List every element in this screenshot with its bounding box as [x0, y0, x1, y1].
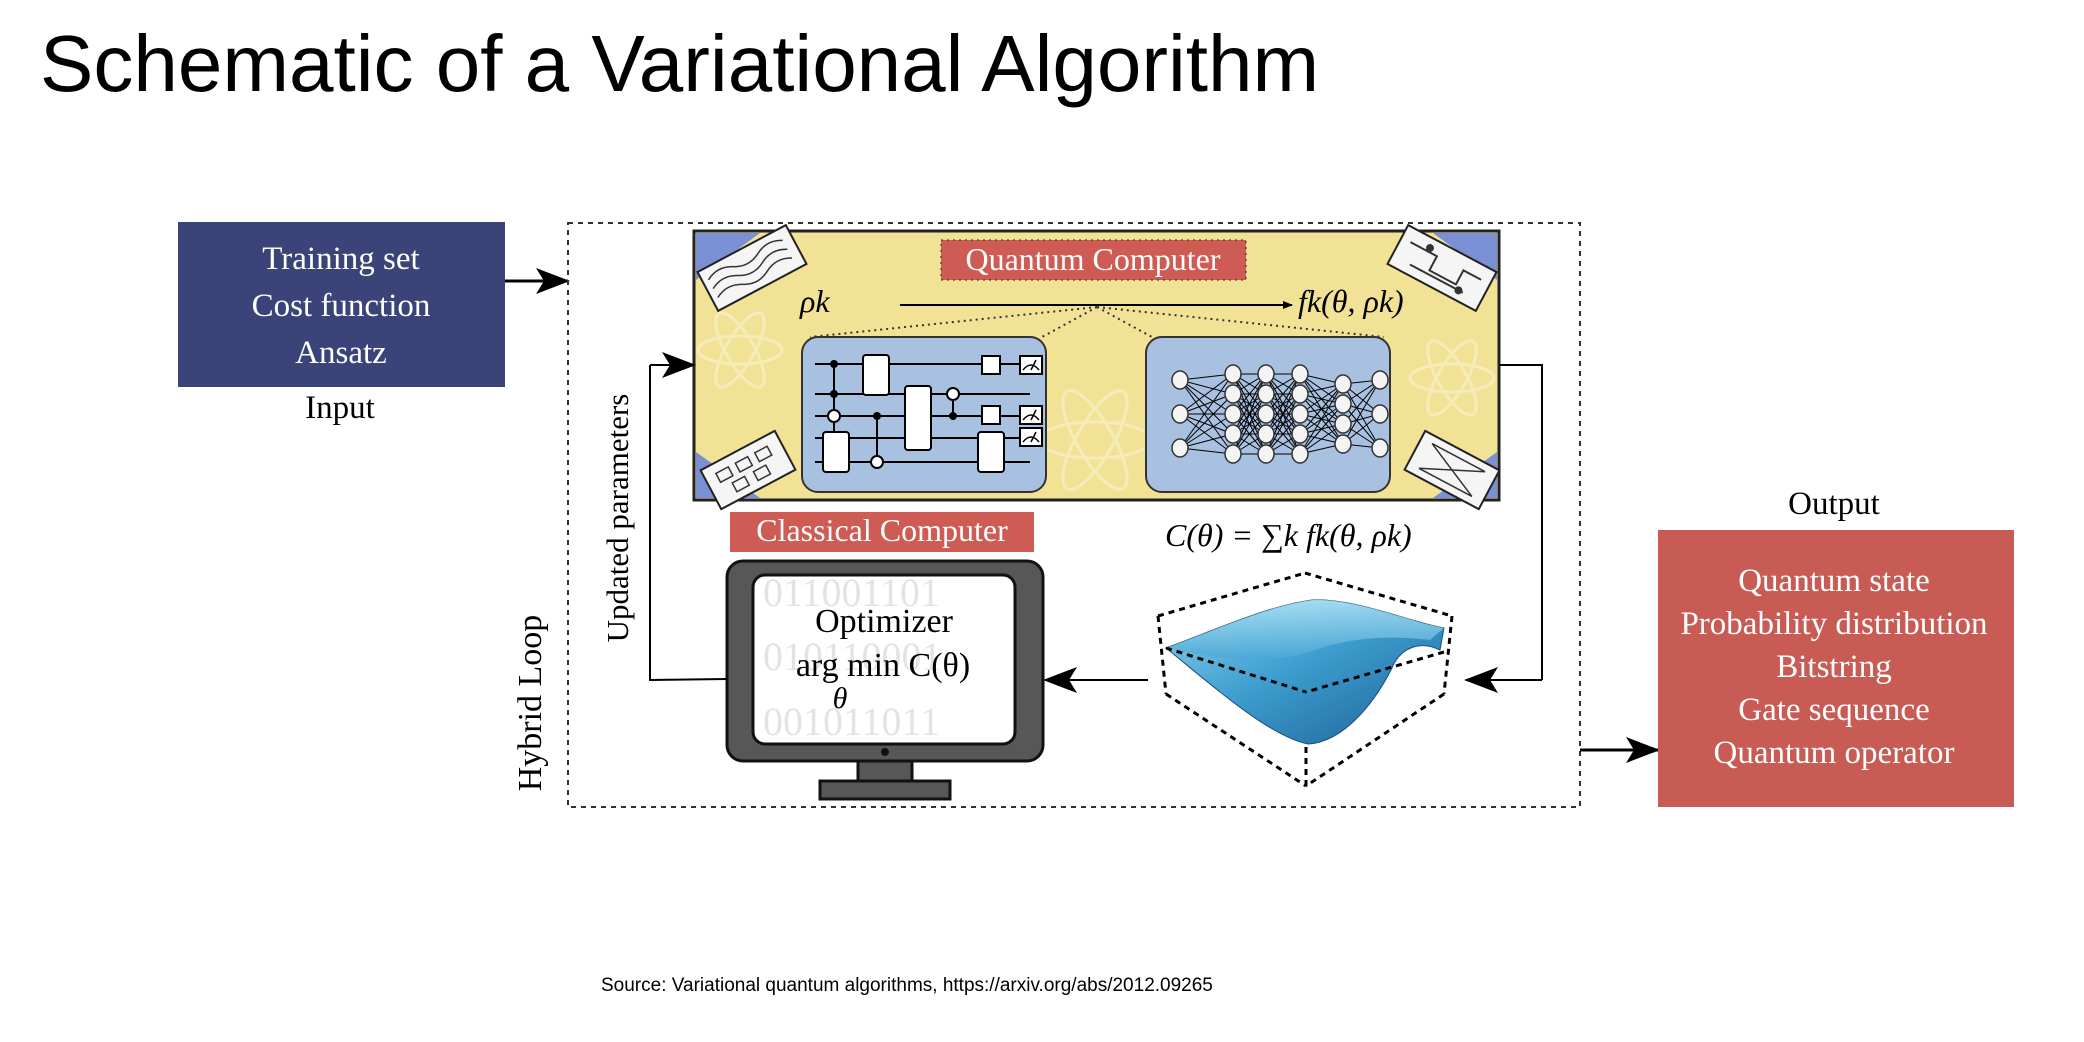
quantum-chip-icon-tr: [1386, 223, 1498, 313]
neural-network-module: [1145, 336, 1391, 493]
measurement-fk: fk(θ, ρk): [1298, 283, 1404, 319]
nn-node: [1371, 404, 1389, 424]
nn-edge: [1179, 447, 1234, 455]
nn-node: [1291, 384, 1309, 404]
nn-node: [1171, 404, 1189, 424]
nn-edge: [1342, 383, 1381, 449]
quantum-chip-icon-bl: [699, 429, 797, 511]
nn-edge: [1179, 393, 1234, 415]
source-citation: Source: Variational quantum algorithms, …: [601, 975, 1213, 996]
nn-node: [1257, 444, 1275, 464]
nn-edge: [1299, 403, 1344, 455]
nn-edge: [1179, 379, 1234, 435]
hybrid-loop-label: Hybrid Loop: [512, 615, 549, 792]
nn-edge: [1299, 383, 1344, 455]
nn-edge: [1342, 379, 1381, 425]
input-label: Input: [305, 390, 375, 426]
output-line-probability-distribution: Probability distribution: [1680, 606, 1987, 642]
nn-edge: [1232, 373, 1267, 435]
fan-dotted-lines: [809, 306, 1385, 338]
nn-node: [1171, 370, 1189, 390]
nn-node: [1334, 414, 1352, 434]
nn-edge: [1342, 403, 1381, 449]
nn-node: [1291, 404, 1309, 424]
cost-function-formula: C(θ) = ∑k fk(θ, ρk): [1165, 517, 1412, 553]
nn-edge: [1179, 373, 1234, 415]
argmin-subscript-theta: θ: [833, 682, 848, 715]
input-line-training-set: Training set: [262, 241, 419, 277]
nn-edge: [1179, 393, 1234, 449]
nn-node: [1257, 424, 1275, 444]
nn-edge: [1179, 433, 1234, 449]
nn-node: [1371, 370, 1389, 390]
nn-edge: [1179, 373, 1234, 381]
updated-parameters-label: Updated parameters: [600, 394, 635, 643]
nn-node: [1224, 404, 1242, 424]
nn-edge: [1179, 413, 1234, 449]
optimizer-label: Optimizer: [815, 603, 954, 640]
svg-text:001011011: 001011011: [763, 699, 940, 744]
output-box-background: [1658, 530, 2014, 807]
nn-edge: [1299, 383, 1344, 435]
nn-edge: [1179, 413, 1234, 435]
nn-node: [1291, 444, 1309, 464]
nn-node: [1224, 384, 1242, 404]
atom-watermark-icon-left: [696, 311, 784, 389]
cost-landscape-plot: [1156, 571, 1454, 788]
nn-node: [1257, 404, 1275, 424]
svg-text:011001101: 011001101: [763, 570, 940, 615]
nn-node: [1334, 434, 1352, 454]
nn-edge: [1179, 379, 1234, 415]
quantum-to-cost-connector: [1499, 364, 1543, 680]
nn-node: [1334, 374, 1352, 394]
nn-node: [1291, 364, 1309, 384]
quantum-computer-label: Quantum Computer: [965, 241, 1220, 277]
nn-edge: [1179, 413, 1234, 455]
quantum-computer-badge: [941, 240, 1246, 280]
output-line-quantum-state: Quantum state: [1738, 563, 1930, 599]
input-line-ansatz: Ansatz: [295, 335, 387, 371]
quantum-circuit-module: [801, 336, 1047, 493]
nn-edge: [1232, 393, 1267, 455]
output-line-gate-sequence: Gate sequence: [1738, 692, 1929, 728]
input-box-background: [178, 222, 505, 387]
output-line-bitstring: Bitstring: [1776, 649, 1892, 685]
nn-node: [1224, 444, 1242, 464]
classical-computer-badge: [730, 512, 1034, 552]
nn-node: [1334, 394, 1352, 414]
nn-edge: [1265, 393, 1301, 455]
nn-node: [1224, 364, 1242, 384]
svg-text:010110001: 010110001: [763, 634, 942, 679]
nn-node: [1224, 424, 1242, 444]
quantum-chip-icon-tl: [696, 223, 808, 313]
nn-node: [1371, 438, 1389, 458]
nn-node: [1257, 384, 1275, 404]
page-title: Schematic of a Variational Algorithm: [40, 19, 1320, 108]
hybrid-loop-frame: [567, 222, 1581, 808]
nn-edge: [1179, 373, 1234, 449]
state-rho-k: ρk: [799, 283, 830, 319]
output-label: Output: [1788, 486, 1880, 522]
output-box: Quantum state Probability distribution B…: [1658, 530, 2014, 807]
binary-watermark: 011001101 010110001 001011011: [763, 570, 942, 744]
nn-edge: [1179, 379, 1234, 455]
nn-edge: [1342, 379, 1381, 445]
input-line-cost-function: Cost function: [252, 288, 431, 324]
update-parameters-connector: [649, 365, 728, 682]
input-box: Training set Cost function Ansatz: [178, 222, 505, 387]
nn-edge: [1179, 379, 1234, 395]
quantum-chip-icon-br: [1403, 429, 1501, 511]
classical-computer-label: Classical Computer: [756, 512, 1008, 548]
nn-node: [1171, 438, 1189, 458]
argmin-formula: arg min C(θ): [796, 647, 970, 684]
nn-node: [1257, 364, 1275, 384]
quantum-computer-panel: Quantum Computer ρk fk(θ, ρk): [692, 223, 1501, 511]
nn-node: [1291, 424, 1309, 444]
output-line-quantum-operator: Quantum operator: [1713, 735, 1954, 771]
monitor-icon: [725, 559, 1045, 801]
atom-watermark-icon-right: [1408, 339, 1496, 417]
nn-edge: [1265, 373, 1301, 435]
